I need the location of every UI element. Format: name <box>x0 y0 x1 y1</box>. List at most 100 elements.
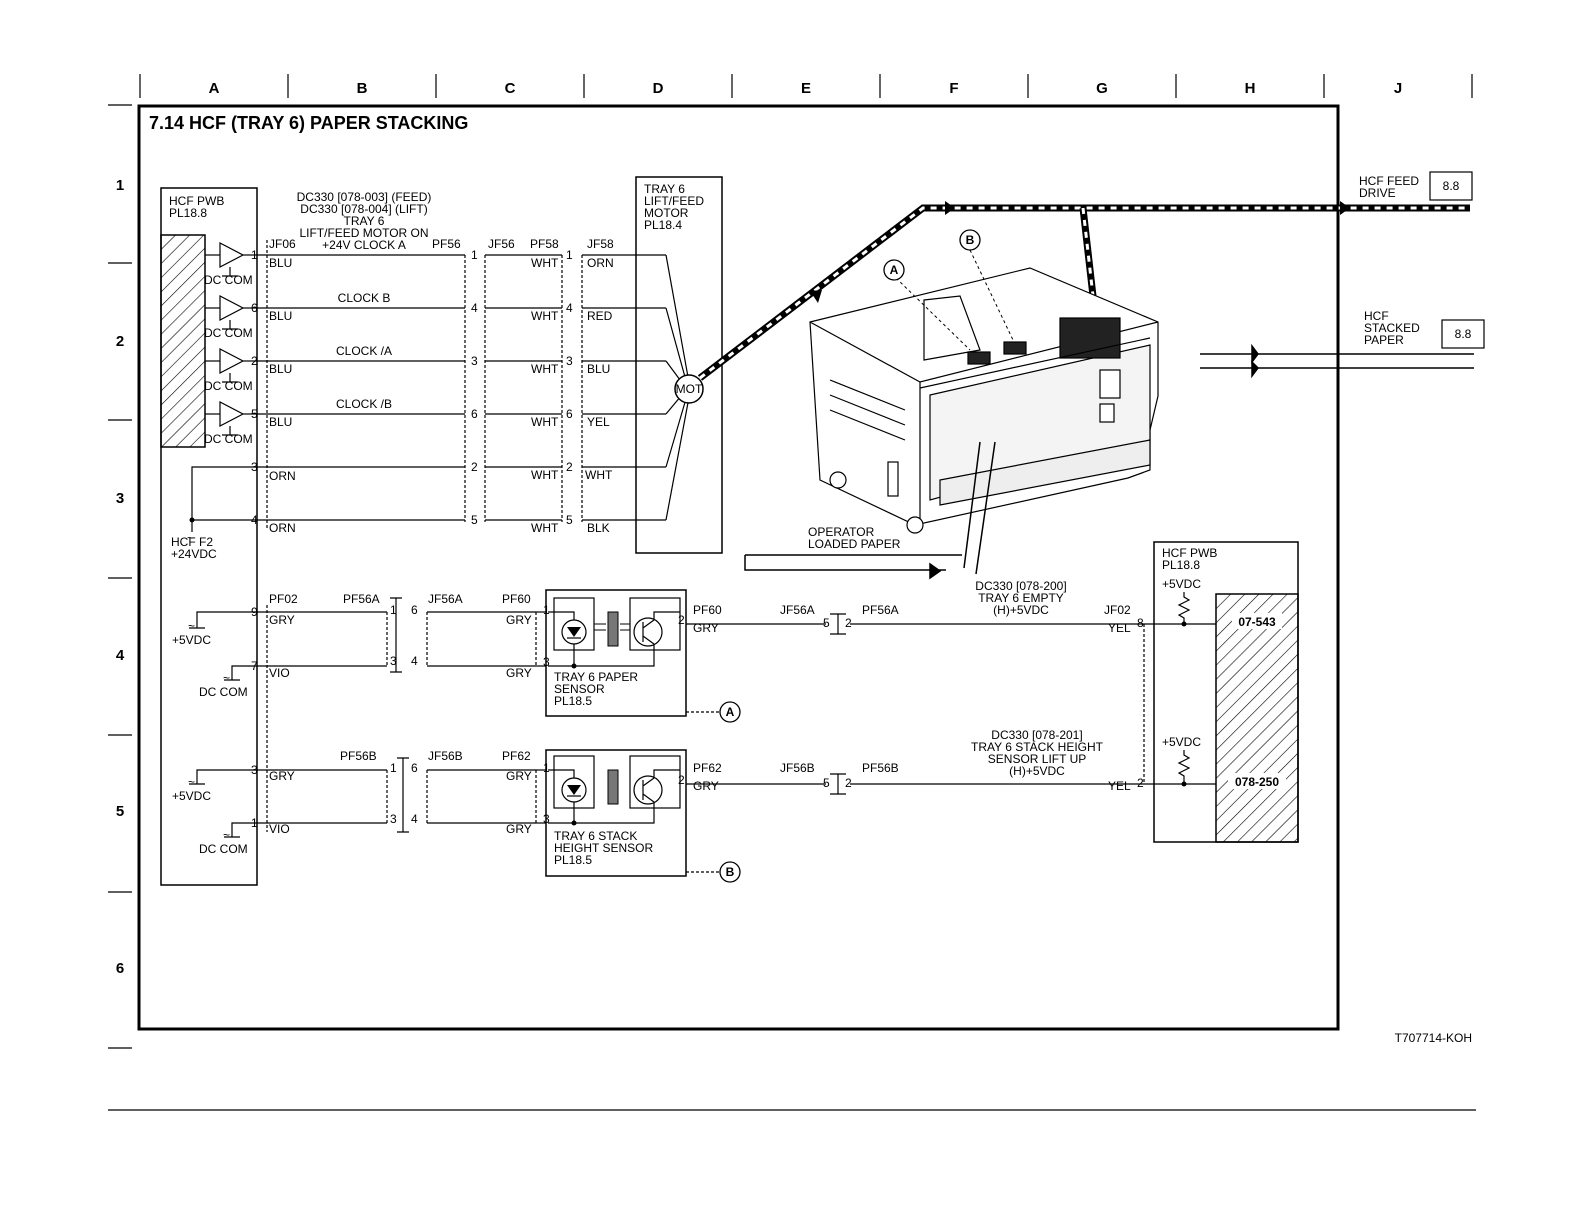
hcf-f2-voltage: +24VDC <box>171 547 217 561</box>
row-1: 1 <box>116 177 124 194</box>
svg-text:1: 1 <box>566 248 573 262</box>
col-f: F <box>949 80 958 97</box>
svg-text:CLOCK /A: CLOCK /A <box>336 344 392 358</box>
svg-text:ORN: ORN <box>269 469 296 483</box>
dc-com-1: DC COM <box>204 273 253 287</box>
svg-text:7: 7 <box>251 659 258 673</box>
hcf-feed-drive-1: HCF FEED <box>1359 174 1419 188</box>
svg-text:PF02: PF02 <box>269 592 298 606</box>
grid-row-labels: 1 2 3 4 5 6 <box>116 177 125 977</box>
col-g: G <box>1096 80 1108 97</box>
svg-text:PF62: PF62 <box>693 761 722 775</box>
dc-com-2: DC COM <box>204 326 253 340</box>
col-a: A <box>209 80 220 97</box>
sensor1-label-1: TRAY 6 PAPER <box>554 670 638 684</box>
pwb-right-5vdc-2: +5VDC <box>1162 735 1201 749</box>
svg-text:GRY: GRY <box>506 613 532 627</box>
pull-up-resistors <box>1144 592 1216 785</box>
vdc5-label-1: +5VDC <box>172 633 211 647</box>
svg-text:4: 4 <box>566 301 573 315</box>
svg-text:BLU: BLU <box>269 256 292 270</box>
svg-text:WHT: WHT <box>531 362 559 376</box>
svg-text:2: 2 <box>678 773 685 787</box>
svg-text:GRY: GRY <box>506 666 532 680</box>
conn-pf56: PF56 <box>432 237 461 251</box>
col-c: C <box>505 80 516 97</box>
col-j: J <box>1394 80 1402 97</box>
svg-text:3: 3 <box>251 460 258 474</box>
col-d: D <box>653 80 664 97</box>
hcf-stacked-3: PAPER <box>1364 333 1404 347</box>
svg-text:1: 1 <box>471 248 478 262</box>
svg-text:GRY: GRY <box>506 822 532 836</box>
svg-text:RED: RED <box>587 309 613 323</box>
svg-text:(H)+5VDC: (H)+5VDC <box>1009 764 1065 778</box>
svg-text:ORN: ORN <box>587 256 614 270</box>
svg-text:YEL: YEL <box>1108 621 1131 635</box>
svg-text:PF62: PF62 <box>502 749 531 763</box>
svg-text:GRY: GRY <box>269 613 295 627</box>
hcf-pwb-left <box>160 187 258 886</box>
motor-label-4: PL18.4 <box>644 218 682 232</box>
dc-com-6: DC COM <box>199 842 248 856</box>
operator-label-1: OPERATOR <box>808 525 875 539</box>
svg-text:JF56B: JF56B <box>428 749 463 763</box>
svg-text:ORN: ORN <box>269 521 296 535</box>
svg-text:6: 6 <box>411 761 418 775</box>
svg-text:GRY: GRY <box>693 779 719 793</box>
page-title: 7.14 HCF (TRAY 6) PAPER STACKING <box>149 113 468 133</box>
svg-text:6: 6 <box>566 407 573 421</box>
svg-text:TRAY 6 EMPTY: TRAY 6 EMPTY <box>978 591 1064 605</box>
stacked-ref[interactable]: 8.8 <box>1455 327 1472 341</box>
tray6-stack-height-sensor <box>545 749 687 877</box>
svg-text:TRAY 6 STACK HEIGHT: TRAY 6 STACK HEIGHT <box>971 740 1104 754</box>
hcf-pwb-right-name: HCF PWB <box>1162 546 1217 560</box>
svg-text:CLOCK /B: CLOCK /B <box>336 397 392 411</box>
svg-text:CLOCK B: CLOCK B <box>338 291 391 305</box>
svg-text:WHT: WHT <box>531 415 559 429</box>
svg-text:WHT: WHT <box>531 468 559 482</box>
ground-symbol: ~ <box>187 531 194 545</box>
svg-text:1: 1 <box>390 761 397 775</box>
callout-b-circle <box>959 229 981 251</box>
motor-symbol-label: MOT <box>676 382 703 396</box>
hcf-stacked-2: STACKED <box>1364 321 1420 335</box>
svg-text:2: 2 <box>251 354 258 368</box>
svg-text:PF60: PF60 <box>502 592 531 606</box>
svg-text:BLU: BLU <box>269 415 292 429</box>
row-4: 4 <box>116 647 125 664</box>
diagram-frame <box>137 104 1340 1031</box>
sensor2-label-2: HEIGHT SENSOR <box>554 841 653 855</box>
hcf-pwb-left-name: HCF PWB <box>169 194 224 208</box>
svg-text:2: 2 <box>678 613 685 627</box>
svg-text:2: 2 <box>471 460 478 474</box>
svg-text:4: 4 <box>251 513 258 527</box>
svg-text:WHT: WHT <box>531 521 559 535</box>
svg-text:GRY: GRY <box>506 769 532 783</box>
junction-dot <box>189 517 195 523</box>
svg-text:4: 4 <box>411 812 418 826</box>
feed-ref[interactable]: 8.8 <box>1443 179 1460 193</box>
stacked-paper-path <box>1200 343 1474 379</box>
svg-text:3: 3 <box>251 763 258 777</box>
stacked-ref-box[interactable] <box>1441 319 1485 349</box>
hcf-f2-label: HCF F2 <box>171 535 213 549</box>
svg-text:3: 3 <box>566 354 573 368</box>
svg-text:PF56B: PF56B <box>862 761 899 775</box>
hcf-feed-drive-2: DRIVE <box>1359 186 1396 200</box>
svg-text:2: 2 <box>566 460 573 474</box>
vdc5-label-2: +5VDC <box>172 789 211 803</box>
motor-dc-lift: DC330 [078-004] (LIFT) <box>300 202 427 216</box>
motor-wire-labels: 1 BLU 1 WHT 1 ORN 6 BLU CLOCK B 4 WHT 4 … <box>251 248 614 535</box>
svg-text:5: 5 <box>471 513 478 527</box>
feed-ref-box[interactable] <box>1429 171 1473 201</box>
svg-text:3: 3 <box>390 812 397 826</box>
junction-dot-r1 <box>1181 621 1187 627</box>
svg-text:5: 5 <box>251 407 258 421</box>
sensor2-label-1: TRAY 6 STACK <box>554 829 637 843</box>
sensor1-ref: A <box>726 705 735 719</box>
chip2-bg <box>1228 773 1286 789</box>
svg-text:JF56B: JF56B <box>780 761 815 775</box>
col-b: B <box>357 80 368 97</box>
